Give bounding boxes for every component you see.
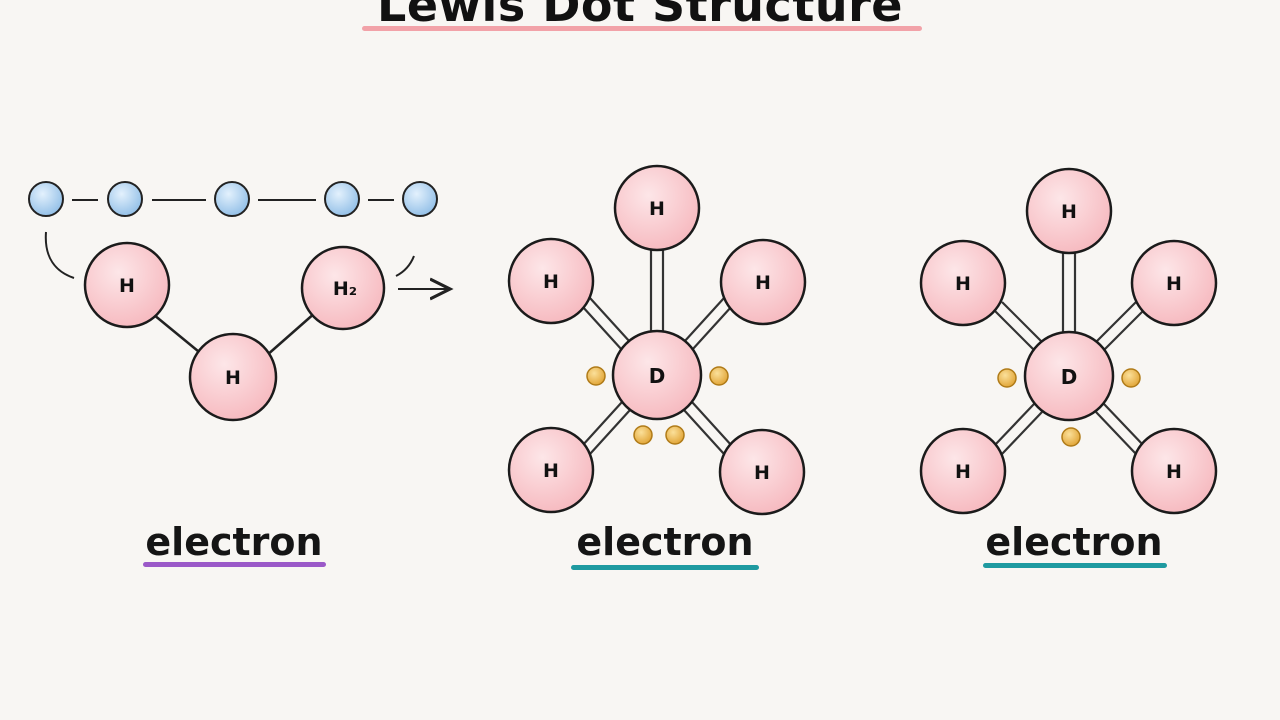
central-atom-label: D [1061, 365, 1078, 389]
atom-label: H [1166, 273, 1182, 295]
bond [1103, 309, 1145, 351]
bond [1103, 403, 1145, 447]
bond [683, 409, 725, 455]
atom-label: H [955, 461, 971, 483]
panel-1-label-underline [143, 562, 326, 567]
atom-label: H [754, 462, 770, 484]
bond [683, 297, 725, 343]
panel-3: H H H H H D [919, 167, 1218, 515]
lone-pair-dot [1121, 368, 1141, 388]
atom-label: H [1166, 461, 1182, 483]
panel-2-label: electron [576, 520, 754, 564]
bond [581, 305, 623, 351]
hydrogen-atom [300, 245, 386, 331]
hydrogen-atom [507, 237, 595, 325]
bond [581, 401, 623, 447]
lone-pair-dot [709, 366, 729, 386]
bond [147, 309, 205, 357]
panel-1: H H₂ H [28, 181, 450, 422]
panel-1-label: electron [145, 520, 323, 564]
panel-2: H H H H H D [507, 164, 807, 516]
electron [402, 181, 438, 217]
central-atom-label: D [649, 364, 666, 388]
hydrogen-atom [919, 239, 1007, 327]
bond [993, 403, 1035, 447]
hydrogen-atom [919, 427, 1007, 515]
bond [589, 409, 631, 455]
electron [107, 181, 143, 217]
curve-connector [395, 255, 415, 277]
bond [691, 401, 733, 447]
hydrogen-atom [718, 428, 806, 516]
electron [324, 181, 360, 217]
bond [265, 311, 317, 357]
bond [993, 309, 1035, 351]
bond [1095, 301, 1137, 343]
bond [691, 305, 733, 351]
hydrogen-atom [1130, 239, 1218, 327]
hydrogen-atom [1025, 167, 1113, 255]
atom-label: H [543, 271, 559, 293]
lone-pair-dot [997, 368, 1017, 388]
lone-pair-dot [1061, 427, 1081, 447]
atom-label: H [543, 460, 559, 482]
panel-3-label-underline [983, 563, 1167, 568]
hydrogen-atom [507, 426, 595, 514]
lone-pair-dot [633, 425, 653, 445]
hydrogen-atom [719, 238, 807, 326]
bond-group [581, 248, 733, 455]
atom-label: H [119, 275, 135, 297]
electron [214, 181, 250, 217]
electron [28, 181, 64, 217]
atom-label: H [1061, 201, 1077, 223]
atom-label: H [955, 273, 971, 295]
bond-group [993, 252, 1145, 455]
central-atom [1023, 330, 1115, 422]
central-atom [611, 329, 703, 421]
hydrogen-atom [83, 241, 171, 329]
hydrogen-atom [1130, 427, 1218, 515]
panel-3-label: electron [985, 520, 1163, 564]
bond [1095, 411, 1137, 455]
hydrogen-atom [613, 164, 701, 252]
lone-pair-dot [665, 425, 685, 445]
hydrogen-atom [188, 332, 278, 422]
atom-label: H [755, 272, 771, 294]
curve-connector [44, 231, 75, 279]
title-underline [362, 26, 922, 31]
atom-label: H₂ [333, 278, 357, 300]
atom-label: H [225, 367, 241, 389]
panel-2-label-underline [571, 565, 759, 570]
electron-chain [28, 181, 438, 217]
bond [589, 297, 631, 343]
bond [1001, 301, 1043, 343]
lone-pair-dot [586, 366, 606, 386]
atom-label: H [649, 198, 665, 220]
bond [1001, 411, 1043, 455]
